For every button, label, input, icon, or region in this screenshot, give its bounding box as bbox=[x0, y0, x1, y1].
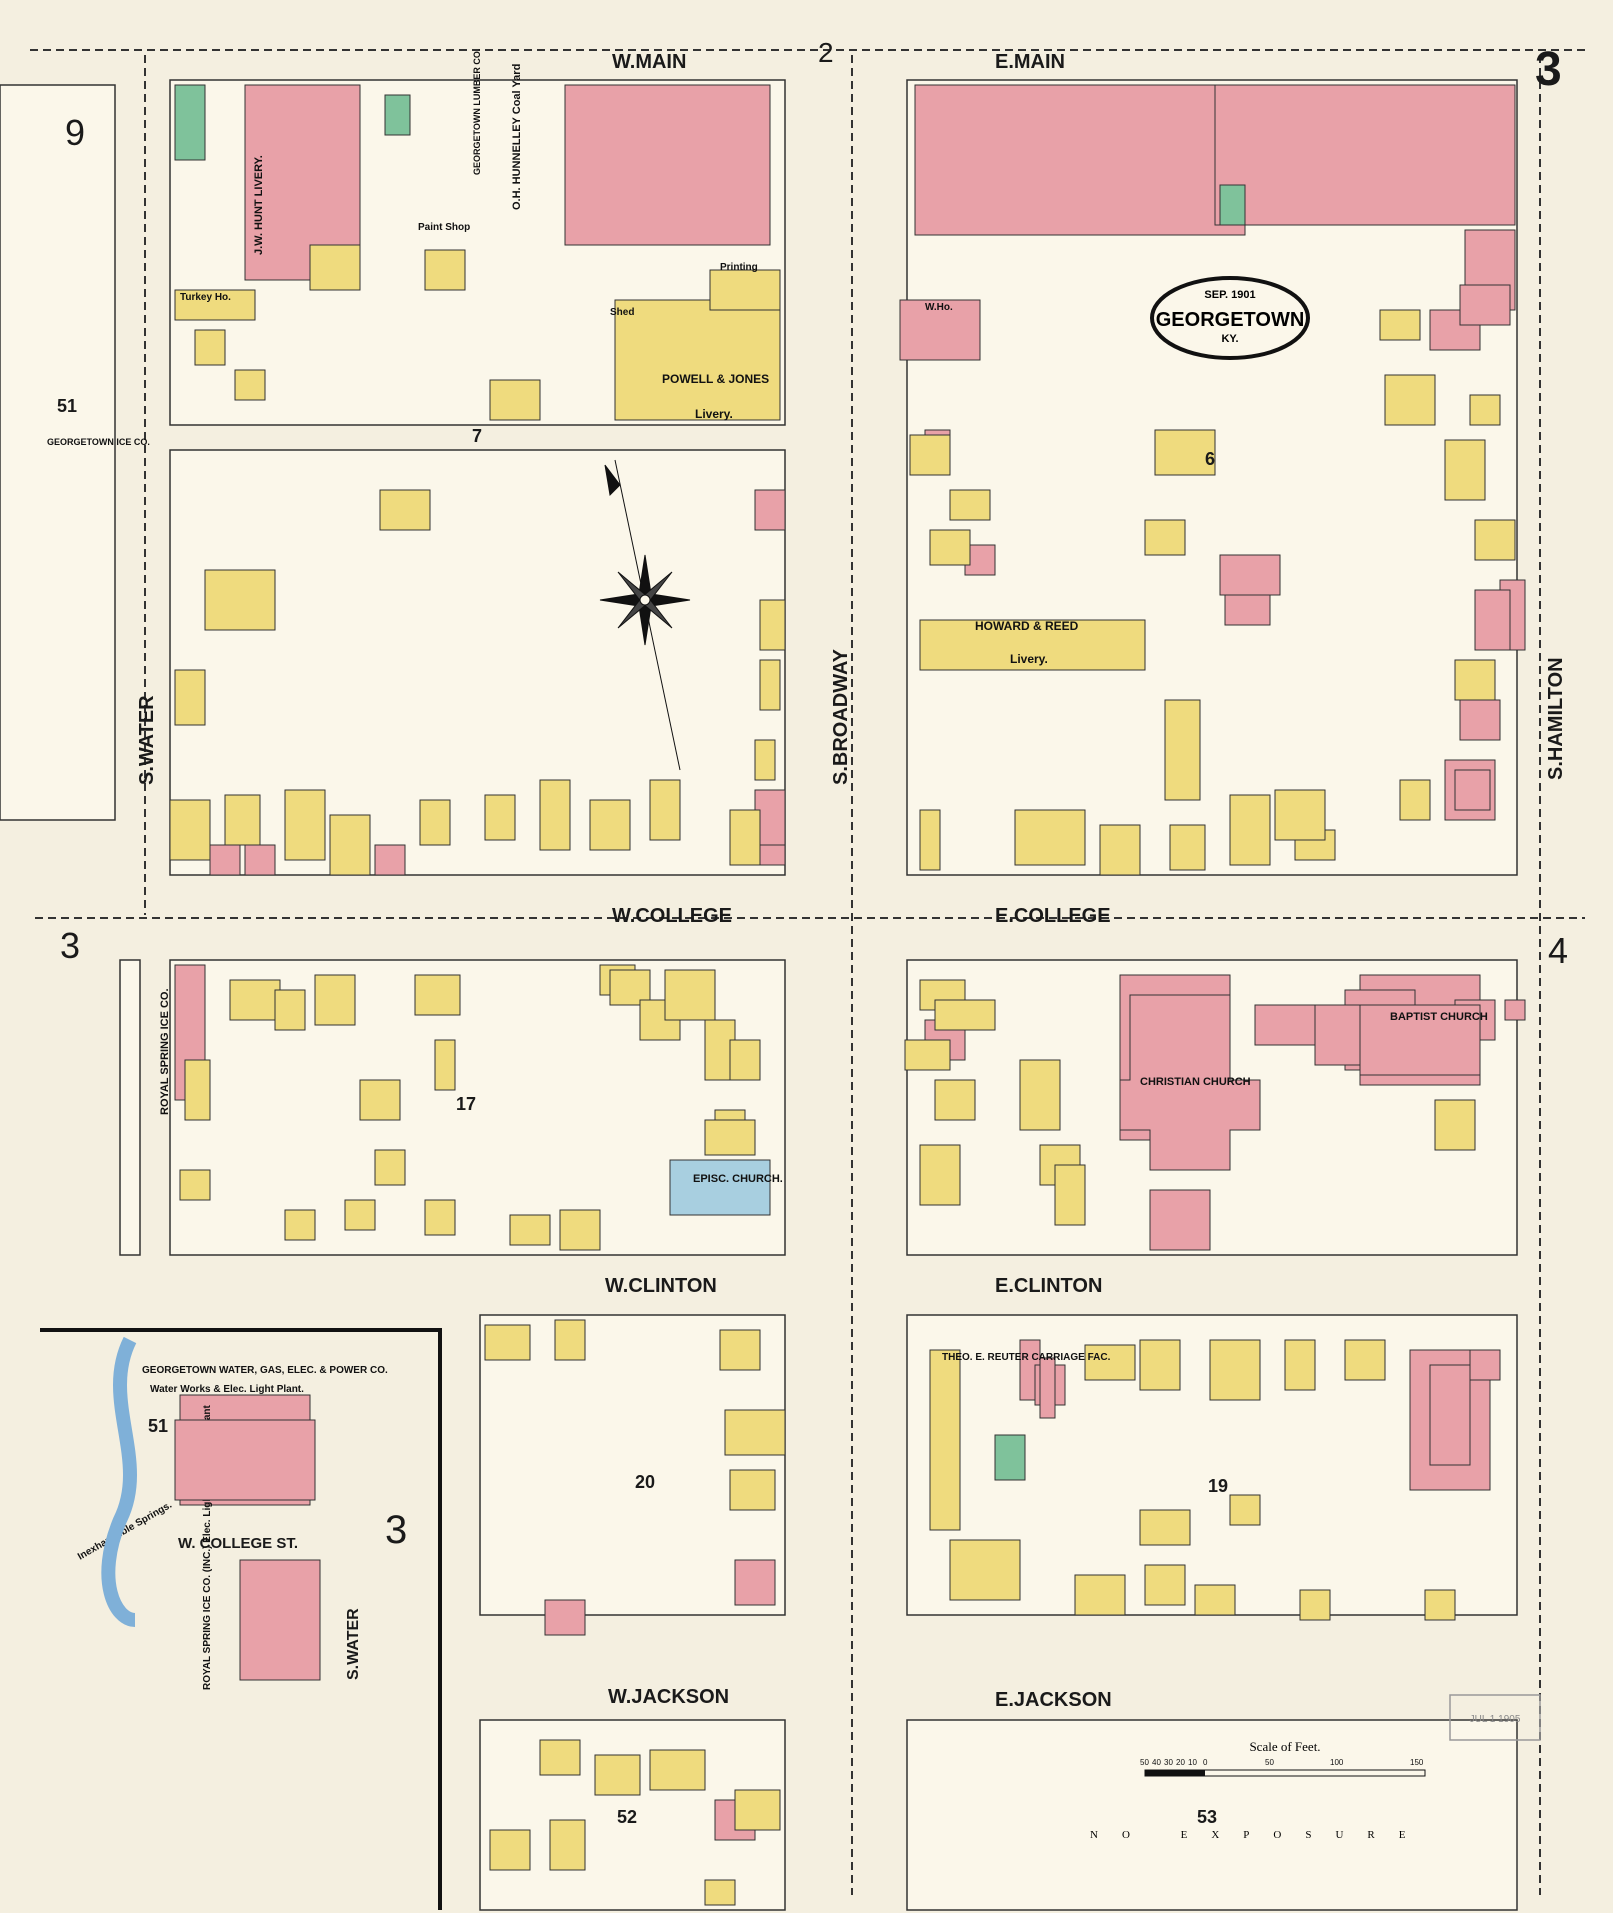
compass-rose-icon bbox=[599, 459, 691, 771]
street-e-college: E.COLLEGE bbox=[995, 905, 1111, 927]
street-w-college: W.COLLEGE bbox=[612, 905, 732, 927]
scale-tick: 150 bbox=[1410, 1758, 1424, 1767]
block-number: 20 bbox=[635, 1472, 655, 1492]
label-lumber-co: GEORGETOWN LUMBER CO. bbox=[472, 49, 482, 175]
scale-bar: Scale of Feet. 50 40 30 20 10 0 50 100 1… bbox=[1140, 1739, 1426, 1777]
label-baptist-church: BAPTIST CHURCH bbox=[1390, 1011, 1488, 1023]
street-e-main: E.MAIN bbox=[995, 51, 1065, 73]
label-reuter: THEO. E. REUTER CARRIAGE FAC. bbox=[942, 1352, 1111, 1363]
block-number: 17 bbox=[456, 1094, 476, 1114]
adjacent-sheet-west-lower: 3 bbox=[60, 925, 80, 966]
street-s-hamilton: S.HAMILTON bbox=[1545, 657, 1567, 780]
seal-date: SEP. 1901 bbox=[1204, 289, 1255, 301]
street-e-jackson: E.JACKSON bbox=[995, 1689, 1112, 1711]
blocks bbox=[0, 79, 1518, 1911]
street-w-jackson: W.JACKSON bbox=[608, 1686, 729, 1708]
baptist-church bbox=[1359, 1004, 1481, 1076]
label-coal-yard: O.H. HUNNELLEY Coal Yard bbox=[511, 64, 523, 210]
label-howard-reed: HOWARD & REED bbox=[975, 619, 1079, 633]
scale-title: Scale of Feet. bbox=[1249, 1739, 1320, 1754]
adjacent-sheet-north: 2 bbox=[818, 37, 834, 68]
label-christian-church: CHRISTIAN CHURCH bbox=[1140, 1076, 1251, 1088]
scale-tick: 0 bbox=[1203, 1758, 1208, 1767]
frame-buildings bbox=[169, 244, 1516, 1906]
stamp-text: JUL 1 1905 bbox=[1470, 1714, 1521, 1725]
scale-tick: 10 bbox=[1188, 1758, 1197, 1767]
scale-tick: 50 bbox=[1140, 1758, 1149, 1767]
block-number: 19 bbox=[1208, 1476, 1228, 1496]
street-w-main: W.MAIN bbox=[612, 51, 686, 73]
block-number: 53 bbox=[1197, 1807, 1217, 1827]
label-wo-ho: W.Ho. bbox=[925, 302, 953, 313]
block-number: 3 bbox=[385, 1508, 407, 1552]
scale-tick: 30 bbox=[1164, 1758, 1173, 1767]
sheet-number: 3 bbox=[1535, 43, 1562, 96]
street-s-water: S.WATER bbox=[136, 695, 158, 785]
label-paint-shop: Paint Shop bbox=[418, 222, 470, 233]
label-livery1: Livery. bbox=[695, 407, 733, 421]
street-s-water-lower: S.WATER bbox=[345, 1608, 362, 1680]
label-water-works2: Water Works & Elec. Light Plant. bbox=[150, 1384, 304, 1395]
library-stamp: JUL 1 1905 bbox=[1449, 1694, 1541, 1741]
block-number: 7 bbox=[472, 426, 482, 446]
block-number: 51 bbox=[148, 1416, 168, 1436]
label-episc-church: EPISC. CHURCH. bbox=[693, 1173, 783, 1185]
label-shed: Shed bbox=[610, 307, 634, 318]
scale-tick: 20 bbox=[1176, 1758, 1185, 1767]
label-ice-co: GEORGETOWN ICE CO. bbox=[47, 437, 150, 447]
scale-tick: 40 bbox=[1152, 1758, 1161, 1767]
sheet-border bbox=[30, 49, 1585, 1895]
street-e-clinton: E.CLINTON bbox=[995, 1275, 1102, 1297]
label-water-works: GEORGETOWN WATER, GAS, ELEC. & POWER CO. bbox=[142, 1365, 388, 1376]
label-royal-spring-ice: ROYAL SPRING ICE CO. bbox=[159, 988, 171, 1115]
label-turkey-ho: Turkey Ho. bbox=[180, 292, 231, 303]
label-printing: Printing bbox=[720, 262, 758, 273]
seal-state: KY. bbox=[1221, 333, 1238, 345]
scale-tick: 100 bbox=[1330, 1758, 1344, 1767]
label-livery-hunt: J.W. HUNT LIVERY. bbox=[253, 155, 265, 255]
inset-water-works bbox=[40, 1328, 442, 1910]
street-w-college-st: W. COLLEGE ST. bbox=[178, 1535, 298, 1552]
stone-buildings bbox=[174, 84, 1246, 1481]
town-seal: SEP. 1901 GEORGETOWN KY. bbox=[1150, 276, 1310, 360]
street-s-broadway: S.BROADWAY bbox=[830, 648, 852, 785]
label-powell-jones: POWELL & JONES bbox=[662, 372, 769, 386]
christian-church bbox=[1119, 994, 1261, 1171]
adjacent-sheet-west-upper: 9 bbox=[65, 112, 85, 153]
label-livery2: Livery. bbox=[1010, 652, 1048, 666]
seal-town: GEORGETOWN bbox=[1156, 309, 1305, 331]
scale-tick: 50 bbox=[1265, 1758, 1274, 1767]
block-number: 51 bbox=[57, 396, 77, 416]
street-w-clinton: W.CLINTON bbox=[605, 1275, 717, 1297]
block-number: 6 bbox=[1205, 449, 1215, 469]
label-royal-spring-plant: ROYAL SPRING ICE CO. (INC.) Elec. Light … bbox=[202, 1404, 213, 1690]
adjacent-sheet-east: 4 bbox=[1548, 930, 1568, 971]
exposure-note: NO EXPOSURE bbox=[1090, 1829, 1429, 1841]
block-number: 52 bbox=[617, 1807, 637, 1827]
